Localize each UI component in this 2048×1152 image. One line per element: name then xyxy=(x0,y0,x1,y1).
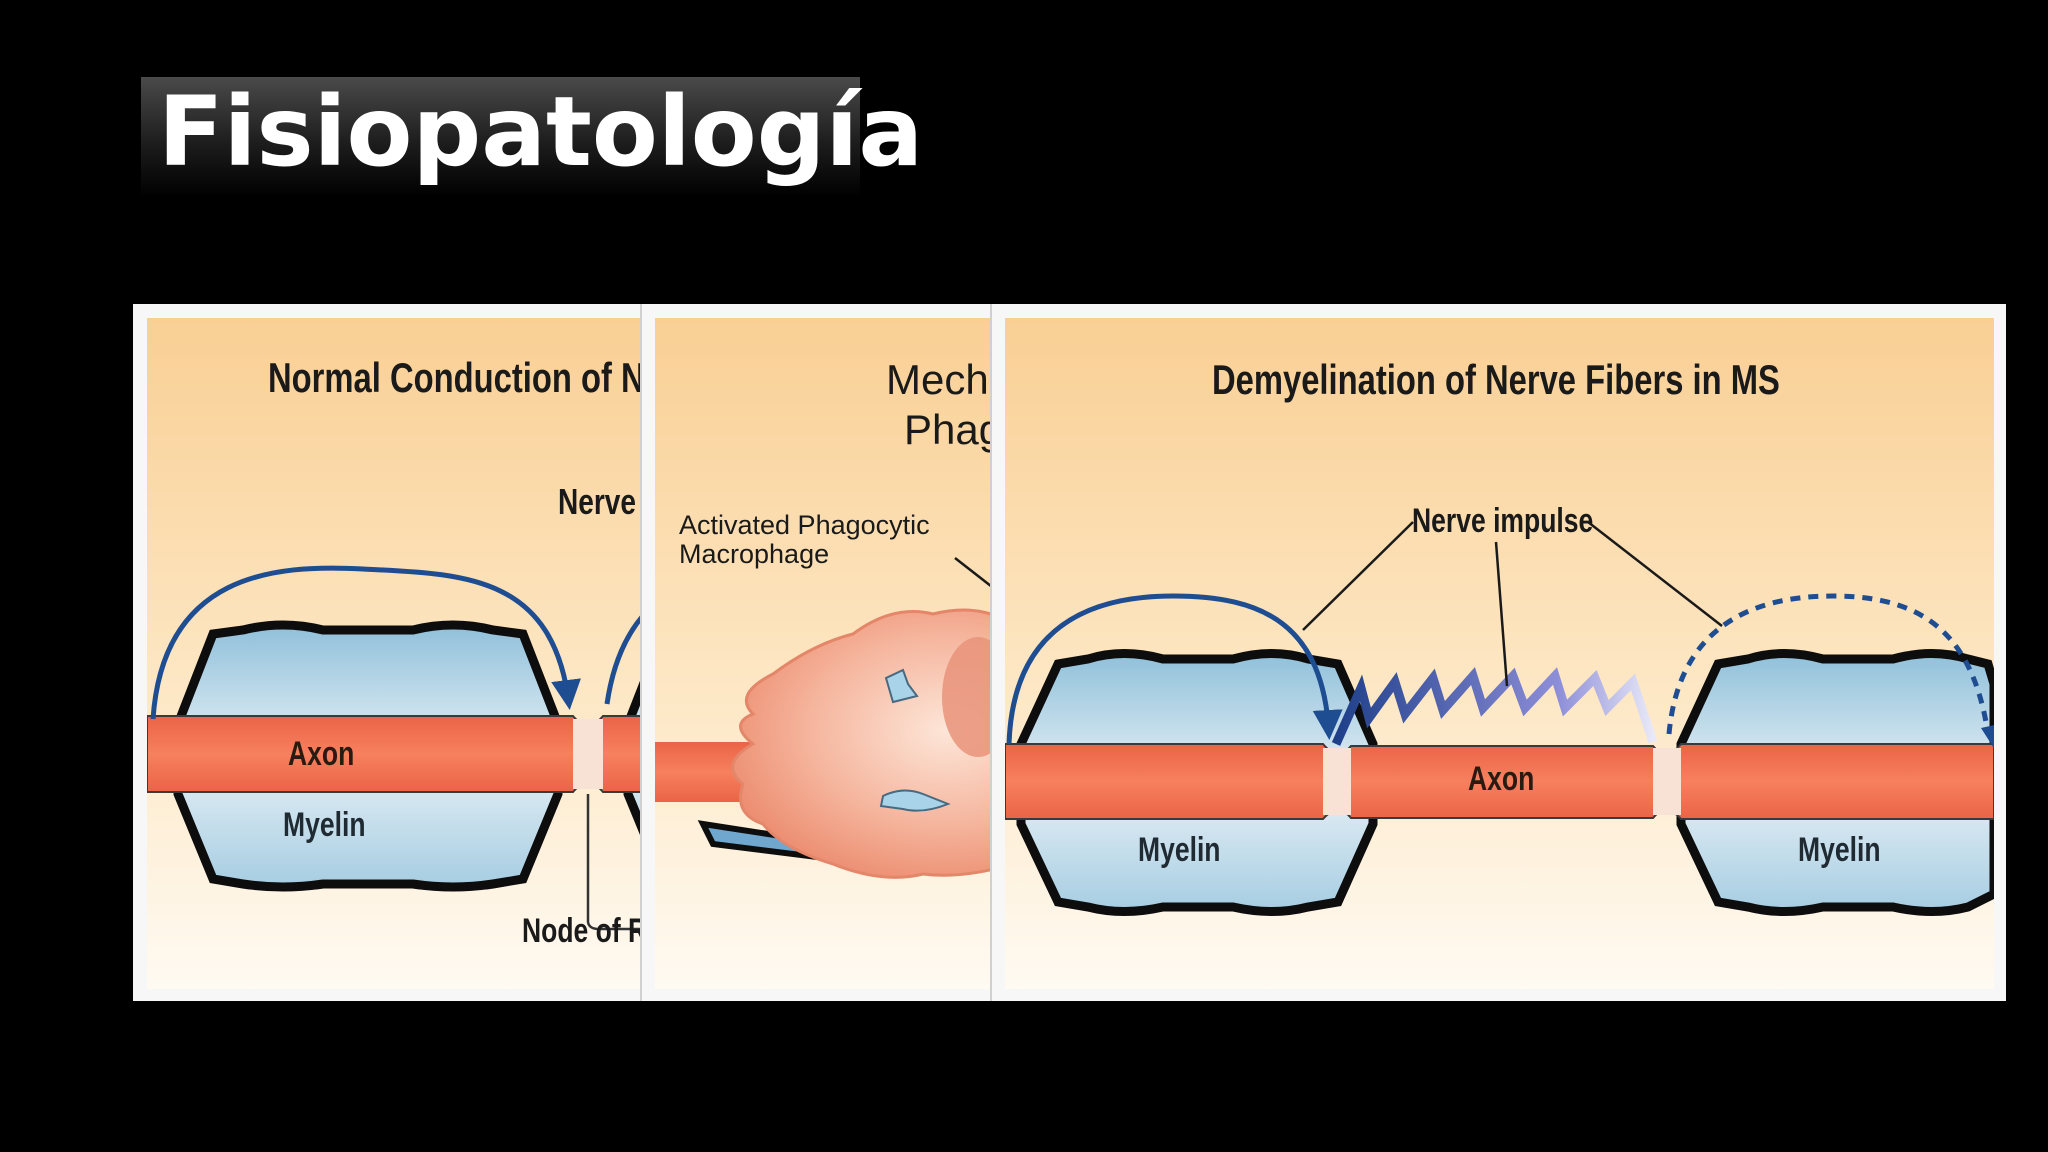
myelin-left-label: Myelin xyxy=(1138,831,1221,869)
myelin-right-label: Myelin xyxy=(1798,831,1881,869)
myelin-fragment xyxy=(879,789,951,812)
panel-mechanism-title-line1: Mech xyxy=(886,356,989,403)
title-bar xyxy=(141,77,860,197)
slide-title: Fisiopatología xyxy=(158,76,924,188)
failed-impulse-arrow xyxy=(1666,593,1991,735)
panel-demyelination: Demyelination of Nerve Fibers in MS Nerv… xyxy=(990,304,2006,1001)
panel-demyelination-title: Demyelination of Nerve Fibers in MS xyxy=(1212,356,1780,403)
macrophage-label-line2: Macrophage xyxy=(679,539,829,569)
myelin-fragment xyxy=(884,668,919,704)
axon-label: Axon xyxy=(1468,760,1534,798)
impulse-pointer-line xyxy=(1302,521,1414,631)
axon-label: Axon xyxy=(288,735,354,773)
impulse-arrow xyxy=(1006,593,1343,745)
figure-svg: Normal Conduction of N Nerve i Axon A My… xyxy=(133,304,2006,1001)
panel-mechanism-title-line2: Phag xyxy=(904,406,1002,453)
nerve-impulse-label: Nerve i xyxy=(558,482,652,522)
myelin-label: Myelin xyxy=(283,806,366,844)
node-of-ranvier-label: Node of R xyxy=(522,912,647,950)
panel-normal-title: Normal Conduction of N xyxy=(268,354,645,401)
weakened-impulse xyxy=(1331,667,1658,746)
impulse-pointer-line xyxy=(1494,541,1509,687)
macrophage-label-line1: Activated Phagocytic xyxy=(679,510,930,540)
impulse-arrow xyxy=(150,565,581,720)
impulse-pointer-line xyxy=(1587,521,1723,627)
nerve-impulse-label: Nerve impulse xyxy=(1412,502,1593,540)
node-pointer-line xyxy=(586,794,645,931)
figure-panels: Normal Conduction of N Nerve i Axon A My… xyxy=(133,304,2006,1001)
